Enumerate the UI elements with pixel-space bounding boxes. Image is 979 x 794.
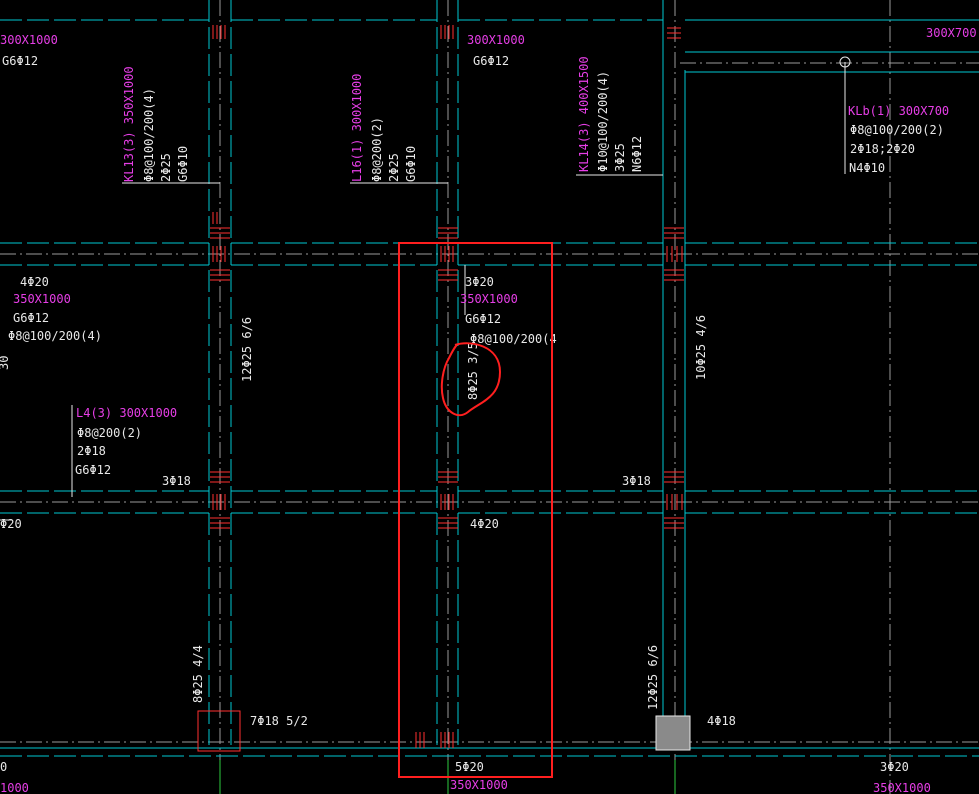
- rebar-label: 5Φ20: [455, 760, 484, 774]
- rebar-label-vertical: 30: [0, 356, 11, 370]
- section-label: 300X700: [926, 26, 977, 40]
- section-label: 350X1000: [873, 781, 931, 794]
- rebar-label-vertical: G6Φ10: [176, 146, 190, 182]
- rebar-label: G6Φ12: [13, 311, 49, 325]
- highlight-circle: [440, 342, 502, 417]
- rebar-label: 3Φ20: [880, 760, 909, 774]
- rebar-label: Φ8@100/200(4): [8, 329, 102, 343]
- rebar-label-vertical: G6Φ10: [404, 146, 418, 182]
- rebar-label: N4Φ10: [849, 161, 885, 175]
- rebar-label: 7Φ18 5/2: [250, 714, 308, 728]
- leader-lines: [0, 62, 846, 521]
- section-label: 1000: [0, 781, 29, 794]
- column-rebar-vertical: 12Φ25 6/6: [240, 317, 254, 382]
- rebar-label: G6Φ12: [473, 54, 509, 68]
- column-outline: [197, 710, 241, 752]
- annotations: 300X1000 G6Φ12 300X1000 G6Φ12 300X700 KL…: [0, 26, 977, 794]
- rebar-label-vertical: Φ8@200(2): [370, 117, 384, 182]
- rebar-label-vertical: 2Φ25: [159, 153, 173, 182]
- beam-label: L4(3) 300X1000: [76, 406, 177, 420]
- grid-bubble: [839, 56, 851, 68]
- rebar-ticks: [210, 25, 684, 748]
- beam-label-vertical: KL14(3) 400X1500: [577, 56, 591, 172]
- rebar-label: G6Φ12: [465, 312, 501, 326]
- rebar-label: Φ8@100/200(4: [470, 332, 557, 346]
- rebar-label: 4Φ18: [707, 714, 736, 728]
- rebar-label: 2Φ18;2Φ20: [850, 142, 915, 156]
- column-rebar-vertical: 12Φ25 6/6: [646, 645, 660, 710]
- rebar-label-vertical: N6Φ12: [630, 136, 644, 172]
- column-rebar-vertical: 10Φ25 4/6: [694, 315, 708, 380]
- rebar-label: 3Φ20: [465, 275, 494, 289]
- rebar-label: 3Φ18: [162, 474, 191, 488]
- rebar-label-vertical: 3Φ25: [613, 143, 627, 172]
- rebar-label-vertical: Φ8@100/200(4): [142, 88, 156, 182]
- section-label: 350X1000: [460, 292, 518, 306]
- column-rebar-vertical: 8Φ25 4/4: [191, 645, 205, 703]
- rebar-label: G6Φ12: [75, 463, 111, 477]
- beam-label-vertical: KL13(3) 350X1000: [122, 66, 136, 182]
- rebar-label: G6Φ12: [2, 54, 38, 68]
- beam-label: KLb(1) 300X700: [848, 104, 949, 118]
- beam-label-vertical: L16(1) 300X1000: [350, 74, 364, 182]
- rebar-label: Φ8@100/200(2): [850, 123, 944, 137]
- rebar-label: 4Φ20: [470, 517, 499, 531]
- rebar-label: 0: [0, 760, 7, 774]
- column-filled: [655, 715, 691, 751]
- rebar-label-vertical: 2Φ25: [387, 153, 401, 182]
- rebar-label: Φ20: [0, 517, 22, 531]
- rebar-label: 2Φ18: [77, 444, 106, 458]
- section-label: 300X1000: [467, 33, 525, 47]
- rebar-label: Φ8@200(2): [77, 426, 142, 440]
- rebar-label: 3Φ18: [622, 474, 651, 488]
- rebar-label-vertical: Φ10@100/200(4): [596, 71, 610, 172]
- section-label: 300X1000: [0, 33, 58, 47]
- column-rebar-vertical: 8Φ25 3/5: [466, 342, 480, 400]
- highlight-box: [398, 242, 553, 778]
- rebar-label: 4Φ20: [20, 275, 49, 289]
- section-label: 350X1000: [13, 292, 71, 306]
- section-label: 350X1000: [450, 778, 508, 792]
